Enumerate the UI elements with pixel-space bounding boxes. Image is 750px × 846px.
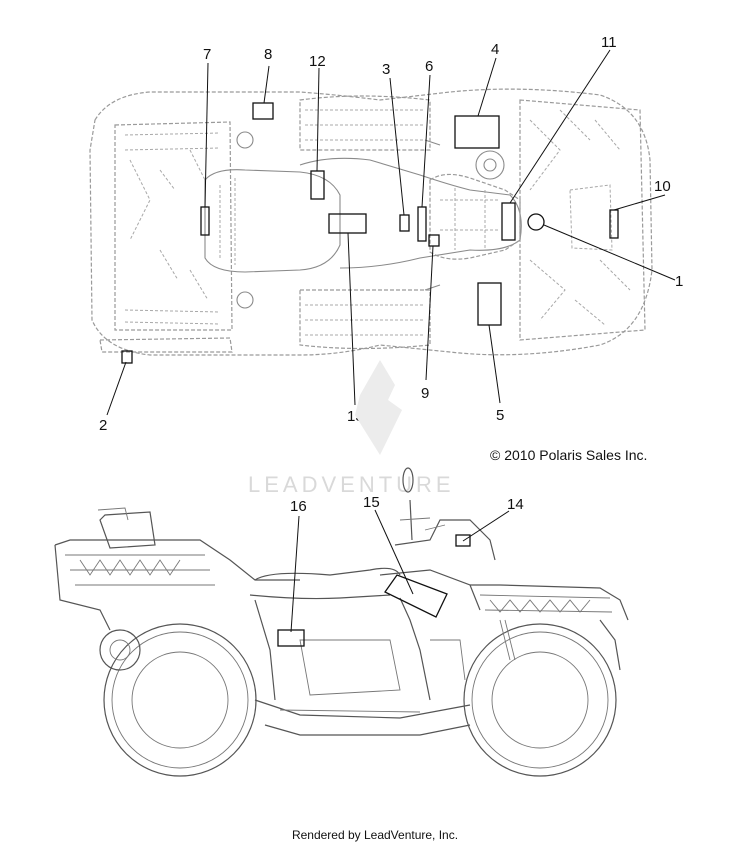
decal-3 xyxy=(399,214,410,232)
decal-9 xyxy=(428,234,440,247)
decal-10 xyxy=(609,209,619,239)
callout-8: 8 xyxy=(264,46,272,63)
decal-8 xyxy=(252,102,274,120)
decal-6 xyxy=(417,206,427,242)
top-view-callouts: 7 8 12 3 6 4 11 10 1 9 5 13 2 xyxy=(99,34,683,434)
side-view-decals xyxy=(277,534,471,647)
callout-4: 4 xyxy=(491,41,499,58)
atv-top-view xyxy=(89,88,653,356)
callout-7: 7 xyxy=(203,46,211,63)
callout-9: 9 xyxy=(421,385,429,402)
callout-10: 10 xyxy=(654,178,671,195)
side-view-leaders xyxy=(290,509,510,633)
callout-3: 3 xyxy=(382,61,390,78)
callout-6: 6 xyxy=(425,58,433,75)
footer-credit: Rendered by LeadVenture, Inc. xyxy=(291,828,459,842)
decal-16 xyxy=(277,629,305,647)
callout-16: 16 xyxy=(290,498,307,515)
decal-11 xyxy=(501,202,516,241)
decal-13 xyxy=(328,213,367,234)
decal-2 xyxy=(121,350,133,364)
callout-15: 15 xyxy=(363,494,380,511)
decal-1 xyxy=(527,213,545,231)
callout-1: 1 xyxy=(675,273,683,290)
decal-5 xyxy=(477,282,502,326)
watermark-text: LEADVENTURE xyxy=(248,472,455,497)
top-view-decals xyxy=(121,102,619,364)
callout-5: 5 xyxy=(496,407,504,424)
decal-14 xyxy=(455,534,471,547)
top-view-leaders xyxy=(106,49,676,416)
callout-2: 2 xyxy=(99,417,107,434)
atv-side-view xyxy=(54,467,629,777)
callout-12: 12 xyxy=(309,53,326,70)
decal-15 xyxy=(384,574,448,618)
side-view-callouts: 14 15 16 xyxy=(290,494,524,515)
callout-11: 11 xyxy=(601,34,617,51)
decal-4 xyxy=(454,115,500,149)
copyright-notice: © 2010 Polaris Sales Inc. xyxy=(490,447,648,463)
callout-14: 14 xyxy=(507,496,524,513)
leadventure-watermark: LEADVENTURE xyxy=(248,360,455,497)
